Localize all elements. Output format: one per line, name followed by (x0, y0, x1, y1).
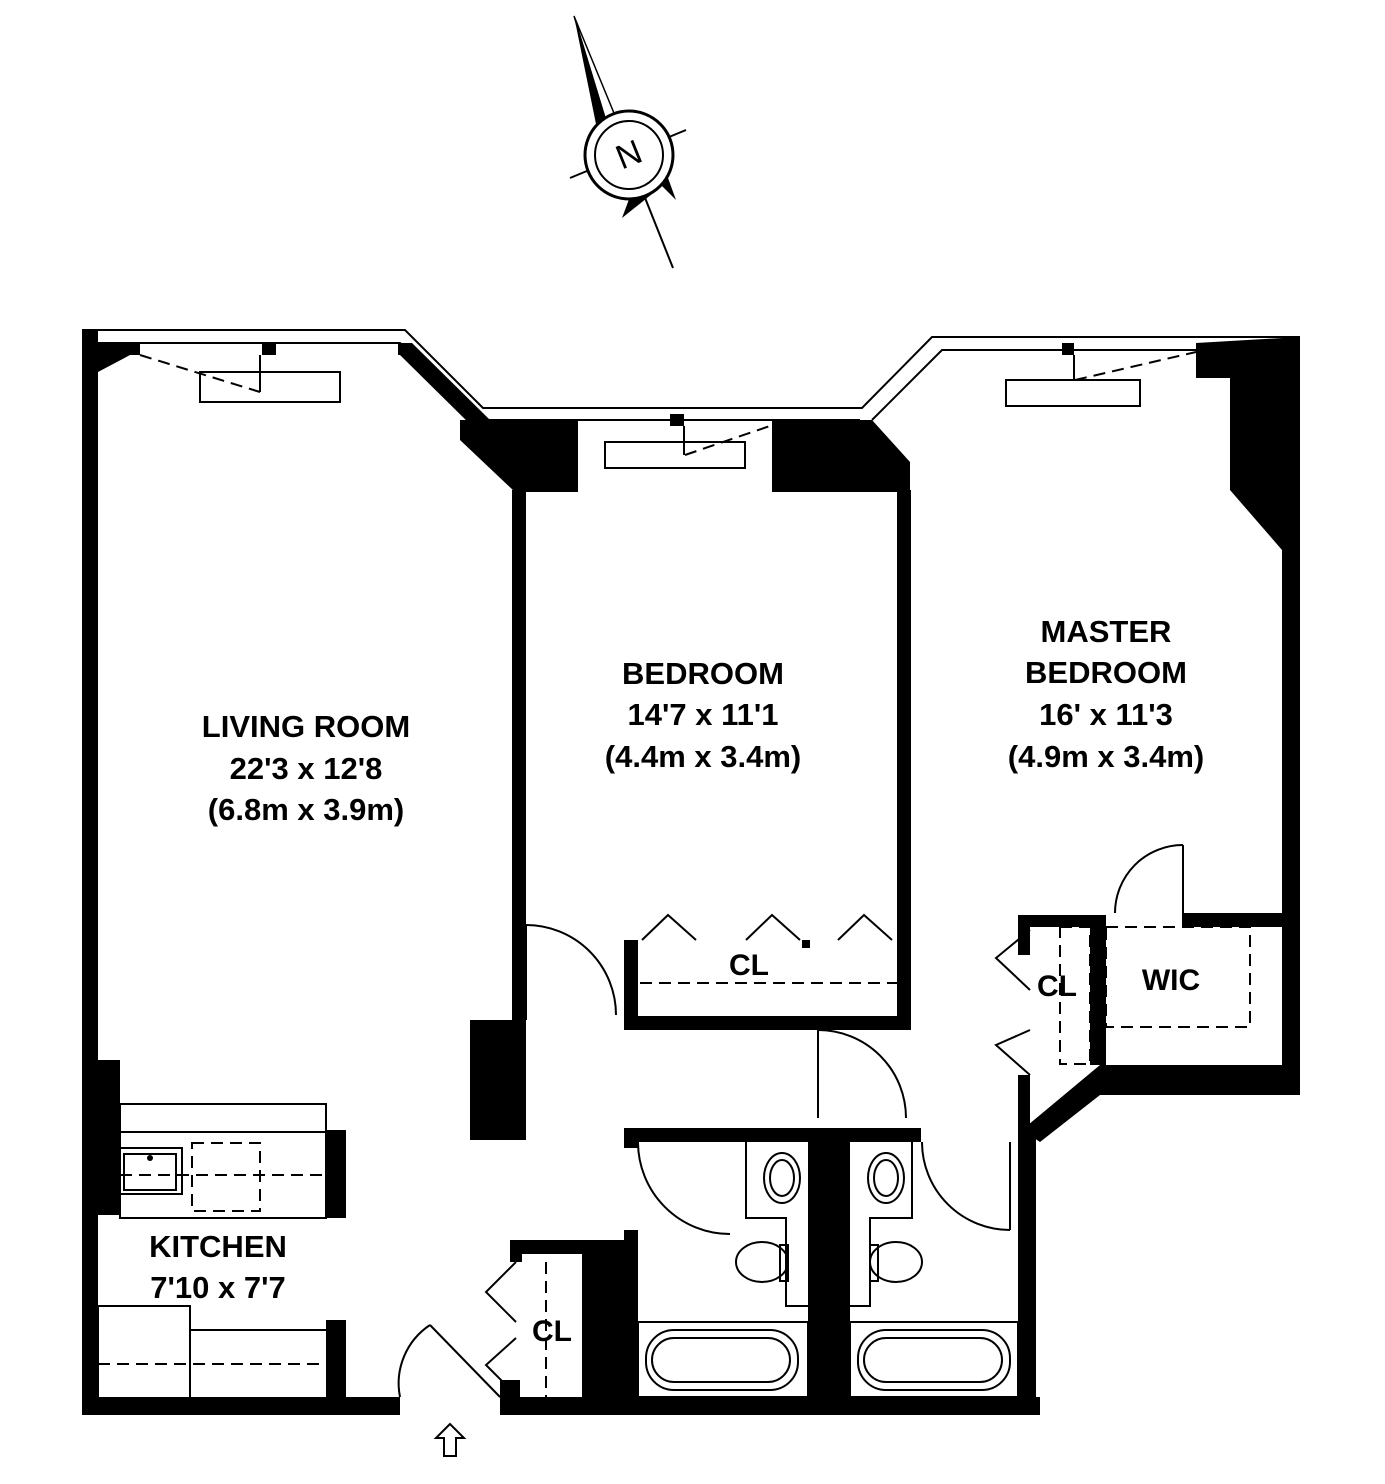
bathroom-fixtures (637, 1142, 1019, 1398)
kitchen-fixtures (97, 1103, 346, 1400)
entry-closet-label: CL (532, 1315, 572, 1348)
bedroom-name: BEDROOM (622, 656, 784, 691)
kitchen-dims-ft: 7'10 x 7'7 (150, 1270, 285, 1305)
interior-walls (397, 490, 1282, 1457)
master-closet-label: CL (1037, 970, 1077, 1003)
bedroom-dims-ft: 14'7 x 11'1 (628, 697, 779, 732)
bedroom-closet-label: CL (729, 949, 769, 982)
master-bedroom-dims-ft: 16' x 11'3 (1039, 697, 1173, 732)
master-bedroom-name-line2: BEDROOM (1025, 655, 1187, 690)
kitchen-name: KITCHEN (149, 1229, 287, 1264)
sink-icon (867, 1152, 905, 1204)
sink-icon (763, 1152, 801, 1204)
compass: N (569, 15, 687, 269)
living-room-name: LIVING ROOM (202, 709, 410, 744)
bathtub-icon (645, 1329, 799, 1391)
compass-inner-ring (594, 120, 664, 190)
entry-arrow-icon (433, 1422, 467, 1457)
sink-faucet-icon (147, 1155, 153, 1161)
bathtub-icon (857, 1329, 1011, 1391)
compass-outer-ring (583, 109, 675, 201)
room-labels: LIVING ROOM 22'3 x 12'8 (6.8m x 3.9m) BE… (149, 614, 1204, 1348)
bedroom-dims-m: (4.4m x 3.4m) (605, 739, 801, 774)
living-room-dims-ft: 22'3 x 12'8 (230, 751, 383, 786)
living-room-dims-m: (6.8m x 3.9m) (208, 792, 404, 827)
walk-in-closet-label: WIC (1142, 964, 1200, 997)
master-bedroom-name-line1: MASTER (1041, 614, 1172, 649)
master-bedroom-dims-m: (4.9m x 3.4m) (1008, 739, 1204, 774)
